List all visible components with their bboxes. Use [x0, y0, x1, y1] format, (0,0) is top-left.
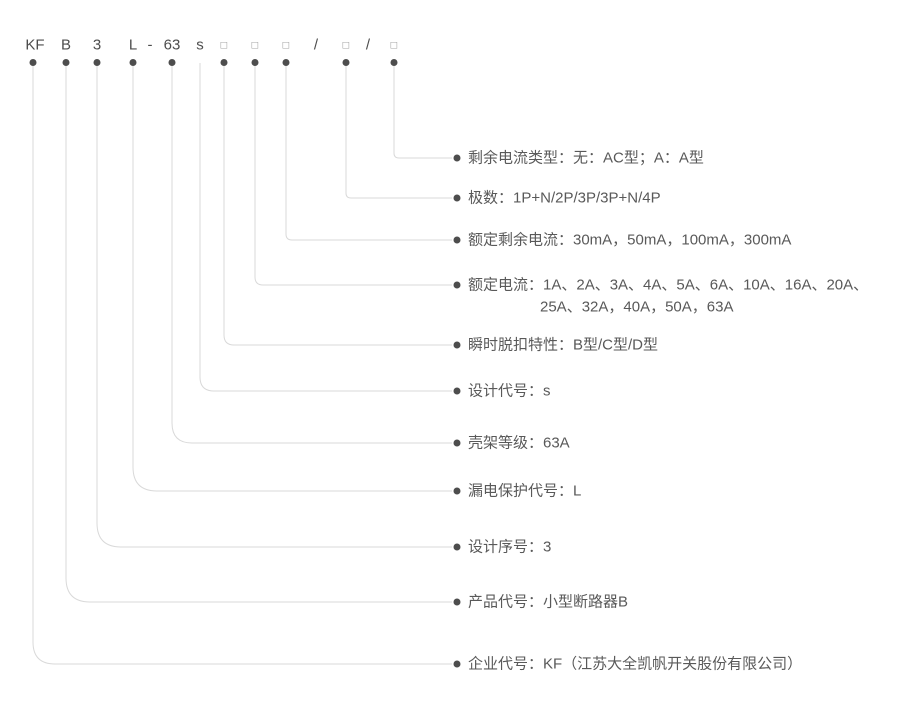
code-segment-current-box: □ [251, 39, 259, 52]
code-segment-slash: / [365, 36, 371, 54]
code-segment-design-code: s [196, 36, 204, 54]
callout-dot [453, 236, 461, 244]
callout-dot [453, 487, 461, 495]
callout-label-rated-residual-current: 额定剩余电流：30mA，50mA，100mA，300mA [468, 231, 792, 249]
code-segment-company: KF [25, 36, 45, 54]
code-segment-poles-box: □ [342, 39, 350, 52]
callout-dot [453, 194, 461, 202]
marker-dot [342, 59, 350, 66]
marker-dot [129, 59, 137, 66]
connector-line [171, 66, 452, 444]
callout-label-design-code: 设计代号：s [468, 382, 551, 400]
connector-line [32, 66, 452, 665]
marker-dot [168, 59, 176, 66]
code-segment-frame: 63 [163, 36, 181, 54]
callout-marker-dots [453, 154, 461, 668]
connector-line [132, 66, 452, 492]
marker-dot [62, 59, 70, 66]
code-segment-trip-box: □ [220, 39, 228, 52]
callout-label-leakage-code: 漏电保护代号：L [468, 482, 582, 500]
marker-dot [93, 59, 101, 66]
callout-label-rated-current-line1: 额定电流：1A、2A、3A、4A、5A、6A、10A、16A、20A、 [468, 276, 869, 294]
marker-dot [251, 59, 259, 66]
connector-line [285, 66, 452, 241]
callout-label-frame-grade: 壳架等级：63A [468, 434, 570, 452]
code-segment-type-box: □ [390, 39, 398, 52]
callout-label-design-serial: 设计序号：3 [468, 538, 552, 556]
marker-dot [282, 59, 290, 66]
callout-label-instant-trip: 瞬时脱扣特性：B型/C型/D型 [468, 336, 659, 354]
code-segment-product: B [60, 36, 72, 54]
code-segment-leakage: L [128, 36, 138, 54]
marker-dot [220, 59, 228, 66]
callout-dot [453, 281, 461, 289]
code-segment-hyphen: - [147, 36, 153, 54]
callout-label-poles: 极数：1P+N/2P/3P/3P+N/4P [468, 189, 661, 207]
callout-dot [453, 598, 461, 606]
callout-dot [453, 543, 461, 551]
code-segment-design-serial: 3 [92, 36, 102, 54]
connector-line [345, 66, 452, 199]
code-marker-dots [29, 59, 398, 66]
callout-dot [453, 439, 461, 447]
callout-dot [453, 387, 461, 395]
callout-label-company-code: 企业代号：KF（江苏大全凯帆开关股份有限公司） [468, 655, 803, 673]
connector-line [199, 63, 452, 392]
callout-label-product-code: 产品代号：小型断路器B [468, 593, 629, 611]
callout-dot [453, 154, 461, 162]
connector-line [65, 66, 452, 603]
callout-dot [453, 341, 461, 349]
connector-line [254, 66, 452, 286]
marker-dot [29, 59, 37, 66]
connector-line [393, 66, 452, 159]
code-segment-residual-box: □ [282, 39, 290, 52]
code-segment-slash: / [313, 36, 319, 54]
callout-label-rated-current-line2: 25A、32A，40A，50A，63A [540, 298, 734, 316]
callout-label-residual-current-type: 剩余电流类型：无：AC型；A：A型 [468, 149, 704, 167]
marker-dot [390, 59, 398, 66]
callout-dot [453, 660, 461, 668]
connector-line [223, 66, 452, 346]
connector-line [96, 66, 452, 548]
